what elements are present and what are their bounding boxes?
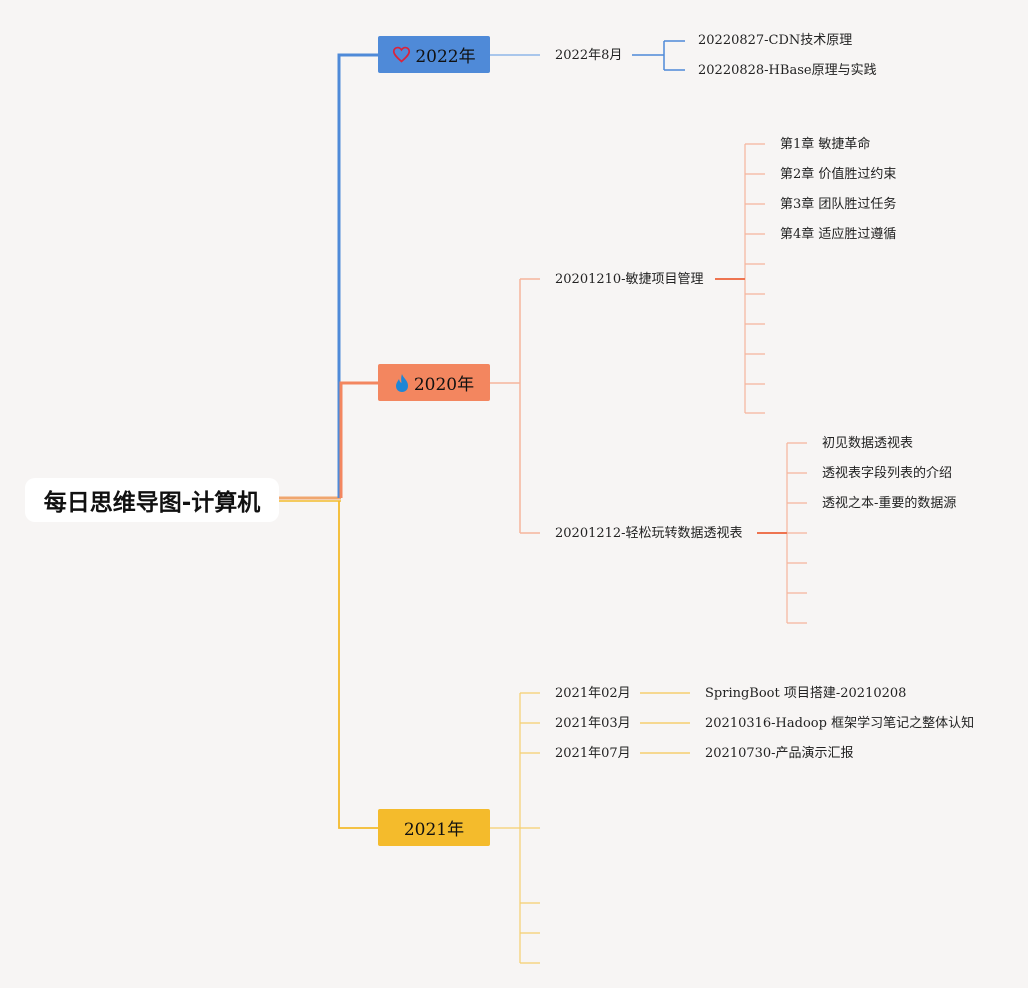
topic-2021-07[interactable]: 2021年07月 — [555, 746, 631, 761]
flame-icon — [394, 373, 410, 393]
root-topic[interactable]: 每日思维导图-计算机 — [25, 478, 279, 522]
topic-2021-03[interactable]: 2021年03月 — [555, 716, 631, 731]
connector-2022 — [337, 53, 378, 498]
topic-2020-label: 2020年 — [413, 375, 475, 395]
topic-agile-ch3[interactable]: 第3章 团队胜过任务 — [780, 197, 897, 212]
topic-cdn[interactable]: 20220827-CDN技术原理 — [698, 33, 853, 48]
topic-2022[interactable]: 2022年 — [378, 36, 490, 73]
connector-2022-aug — [632, 40, 685, 71]
connector-2021 — [338, 501, 378, 829]
topic-pivot-3[interactable]: 透视之本-重要的数据源 — [822, 496, 957, 511]
topic-product-demo[interactable]: 20210730-产品演示汇报 — [705, 746, 854, 761]
topic-agile[interactable]: 20201210-敏捷项目管理 — [555, 272, 704, 287]
topic-2021-02[interactable]: 2021年02月 — [555, 686, 631, 701]
connector-2021-months — [640, 692, 690, 754]
topic-2022-label: 2022年 — [415, 47, 476, 67]
heart-outline-icon — [392, 46, 411, 63]
topic-2020[interactable]: 2020年 — [378, 364, 490, 401]
topic-2022-08[interactable]: 2022年8月 — [555, 48, 623, 63]
topic-2021[interactable]: 2021年 — [378, 809, 490, 846]
topic-pivot-1[interactable]: 初见数据透视表 — [822, 436, 914, 451]
topic-agile-ch4[interactable]: 第4章 适应胜过遵循 — [780, 227, 897, 242]
topic-pivot-2[interactable]: 透视表字段列表的介绍 — [822, 466, 953, 481]
topic-2021-label: 2021年 — [403, 820, 465, 840]
connector-2020 — [339, 381, 378, 498]
topic-pivot[interactable]: 20201212-轻松玩转数据透视表 — [555, 526, 743, 541]
topic-agile-ch2[interactable]: 第2章 价值胜过约束 — [780, 167, 897, 182]
topic-hbase[interactable]: 20220828-HBase原理与实践 — [698, 63, 877, 78]
topic-agile-ch1[interactable]: 第1章 敏捷革命 — [780, 137, 871, 152]
topic-hadoop[interactable]: 20210316-Hadoop 框架学习笔记之整体认知 — [705, 716, 975, 731]
topic-springboot[interactable]: SpringBoot 项目搭建-20210208 — [705, 686, 907, 701]
connector-2020-split — [490, 278, 540, 534]
connector-2021-split — [490, 692, 540, 964]
root-title: 每日思维导图-计算机 — [43, 490, 261, 516]
